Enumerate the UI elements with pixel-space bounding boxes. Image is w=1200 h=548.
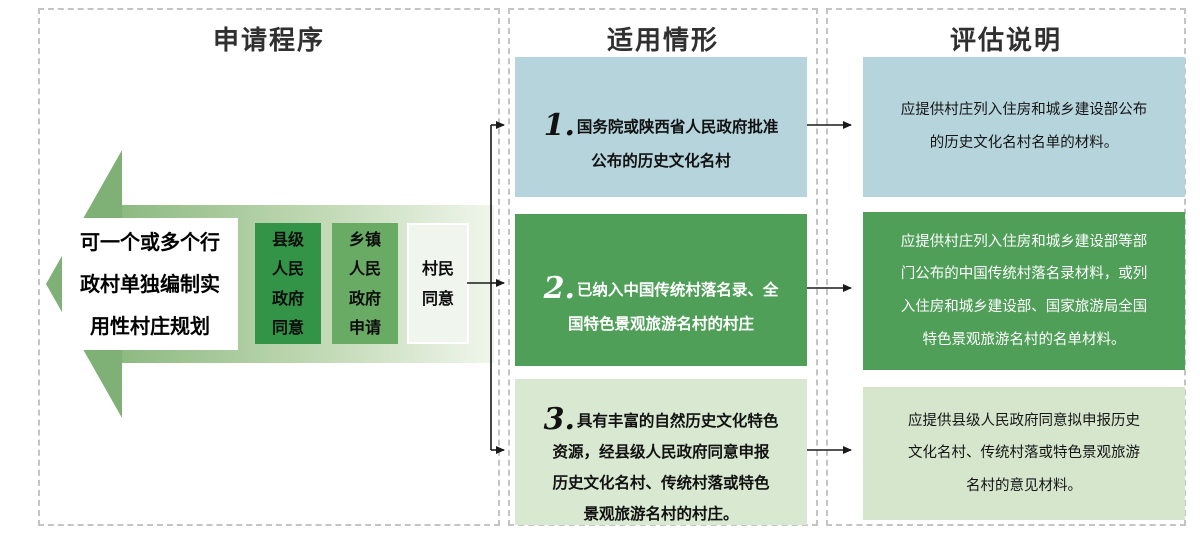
- panel-applicable-situations: 适用情形 1.国务院或陕西省人民政府批准 公布的历史文化名村 2.已纳入中国传统…: [508, 8, 818, 526]
- evaluation-box-1: 应提供村庄列入住房和城乡建设部公布 的历史文化名村名单的材料。: [863, 57, 1185, 197]
- procedure-main-text: 可一个或多个行 政村单独编制实 用性村庄规划: [80, 230, 220, 338]
- evaluation-box-3: 应提供县级人民政府同意拟申报历史 文化名村、传统村落或特色景观旅游 名村的意见材…: [863, 387, 1185, 520]
- situation-body-2: 已纳入中国传统村落名录、全 国特色景观旅游名村的村庄: [567, 280, 779, 334]
- step-township-government-application: 乡镇 人民 政府 申请: [332, 223, 398, 344]
- situation-body-3: 具有丰富的自然历史文化特色 资源，经县级人民政府同意申报 历史文化名村、传统村落…: [552, 412, 779, 523]
- situation-number-2: 2.: [543, 270, 575, 306]
- step-county-government-approval: 县级 人民 政府 同意: [255, 223, 321, 344]
- situation-box-3: 3.具有丰富的自然历史文化特色 资源，经县级人民政府同意申报 历史文化名村、传统…: [515, 379, 807, 525]
- panel-title-evaluation: 评估说明: [949, 26, 1062, 56]
- situation-box-1: 1.国务院或陕西省人民政府批准 公布的历史文化名村: [515, 57, 807, 197]
- situation-body-1: 国务院或陕西省人民政府批准 公布的历史文化名村: [576, 117, 779, 171]
- evaluation-text-1: 应提供村庄列入住房和城乡建设部公布 的历史文化名村名单的材料。: [900, 102, 1148, 151]
- evaluation-text-2: 应提供村庄列入住房和城乡建设部等部 门公布的中国传统村落名录材料，或列 入住房和…: [900, 233, 1148, 348]
- step-label-township: 乡镇 人民 政府 申请: [348, 230, 381, 337]
- situation-number-1: 1.: [543, 107, 575, 143]
- situation-text-3: 3.具有丰富的自然历史文化特色 资源，经县级人民政府同意申报 历史文化名村、传统…: [544, 374, 779, 530]
- panel-evaluation-notes: 评估说明 应提供村庄列入住房和城乡建设部公布 的历史文化名村名单的材料。 应提供…: [826, 8, 1186, 526]
- step-label-villager: 村民 同意: [421, 259, 454, 308]
- panel-title-procedure: 申请程序: [212, 26, 325, 56]
- step-label-county: 县级 人民 政府 同意: [271, 230, 304, 337]
- situation-box-2: 2.已纳入中国传统村落名录、全 国特色景观旅游名村的村庄: [515, 214, 807, 366]
- situation-text-2: 2.已纳入中国传统村落名录、全 国特色景观旅游名村的村庄: [544, 238, 779, 343]
- evaluation-text-3: 应提供县级人民政府同意拟申报历史 文化名村、传统村落或特色景观旅游 名村的意见材…: [908, 412, 1140, 494]
- panel-application-procedure: 申请程序 可一个或多个行 政村单独编制实 用性村庄规划 县级 人民 政府 同意 …: [38, 8, 500, 526]
- situation-number-3: 3.: [543, 402, 575, 437]
- step-villager-consent: 村民 同意: [407, 223, 469, 344]
- procedure-main-box: 可一个或多个行 政村单独编制实 用性村庄规划: [62, 218, 238, 350]
- evaluation-box-2: 应提供村庄列入住房和城乡建设部等部 门公布的中国传统村落名录材料，或列 入住房和…: [863, 212, 1185, 370]
- situation-text-1: 1.国务院或陕西省人民政府批准 公布的历史文化名村: [544, 75, 779, 180]
- panel-title-situations: 适用情形: [606, 26, 719, 56]
